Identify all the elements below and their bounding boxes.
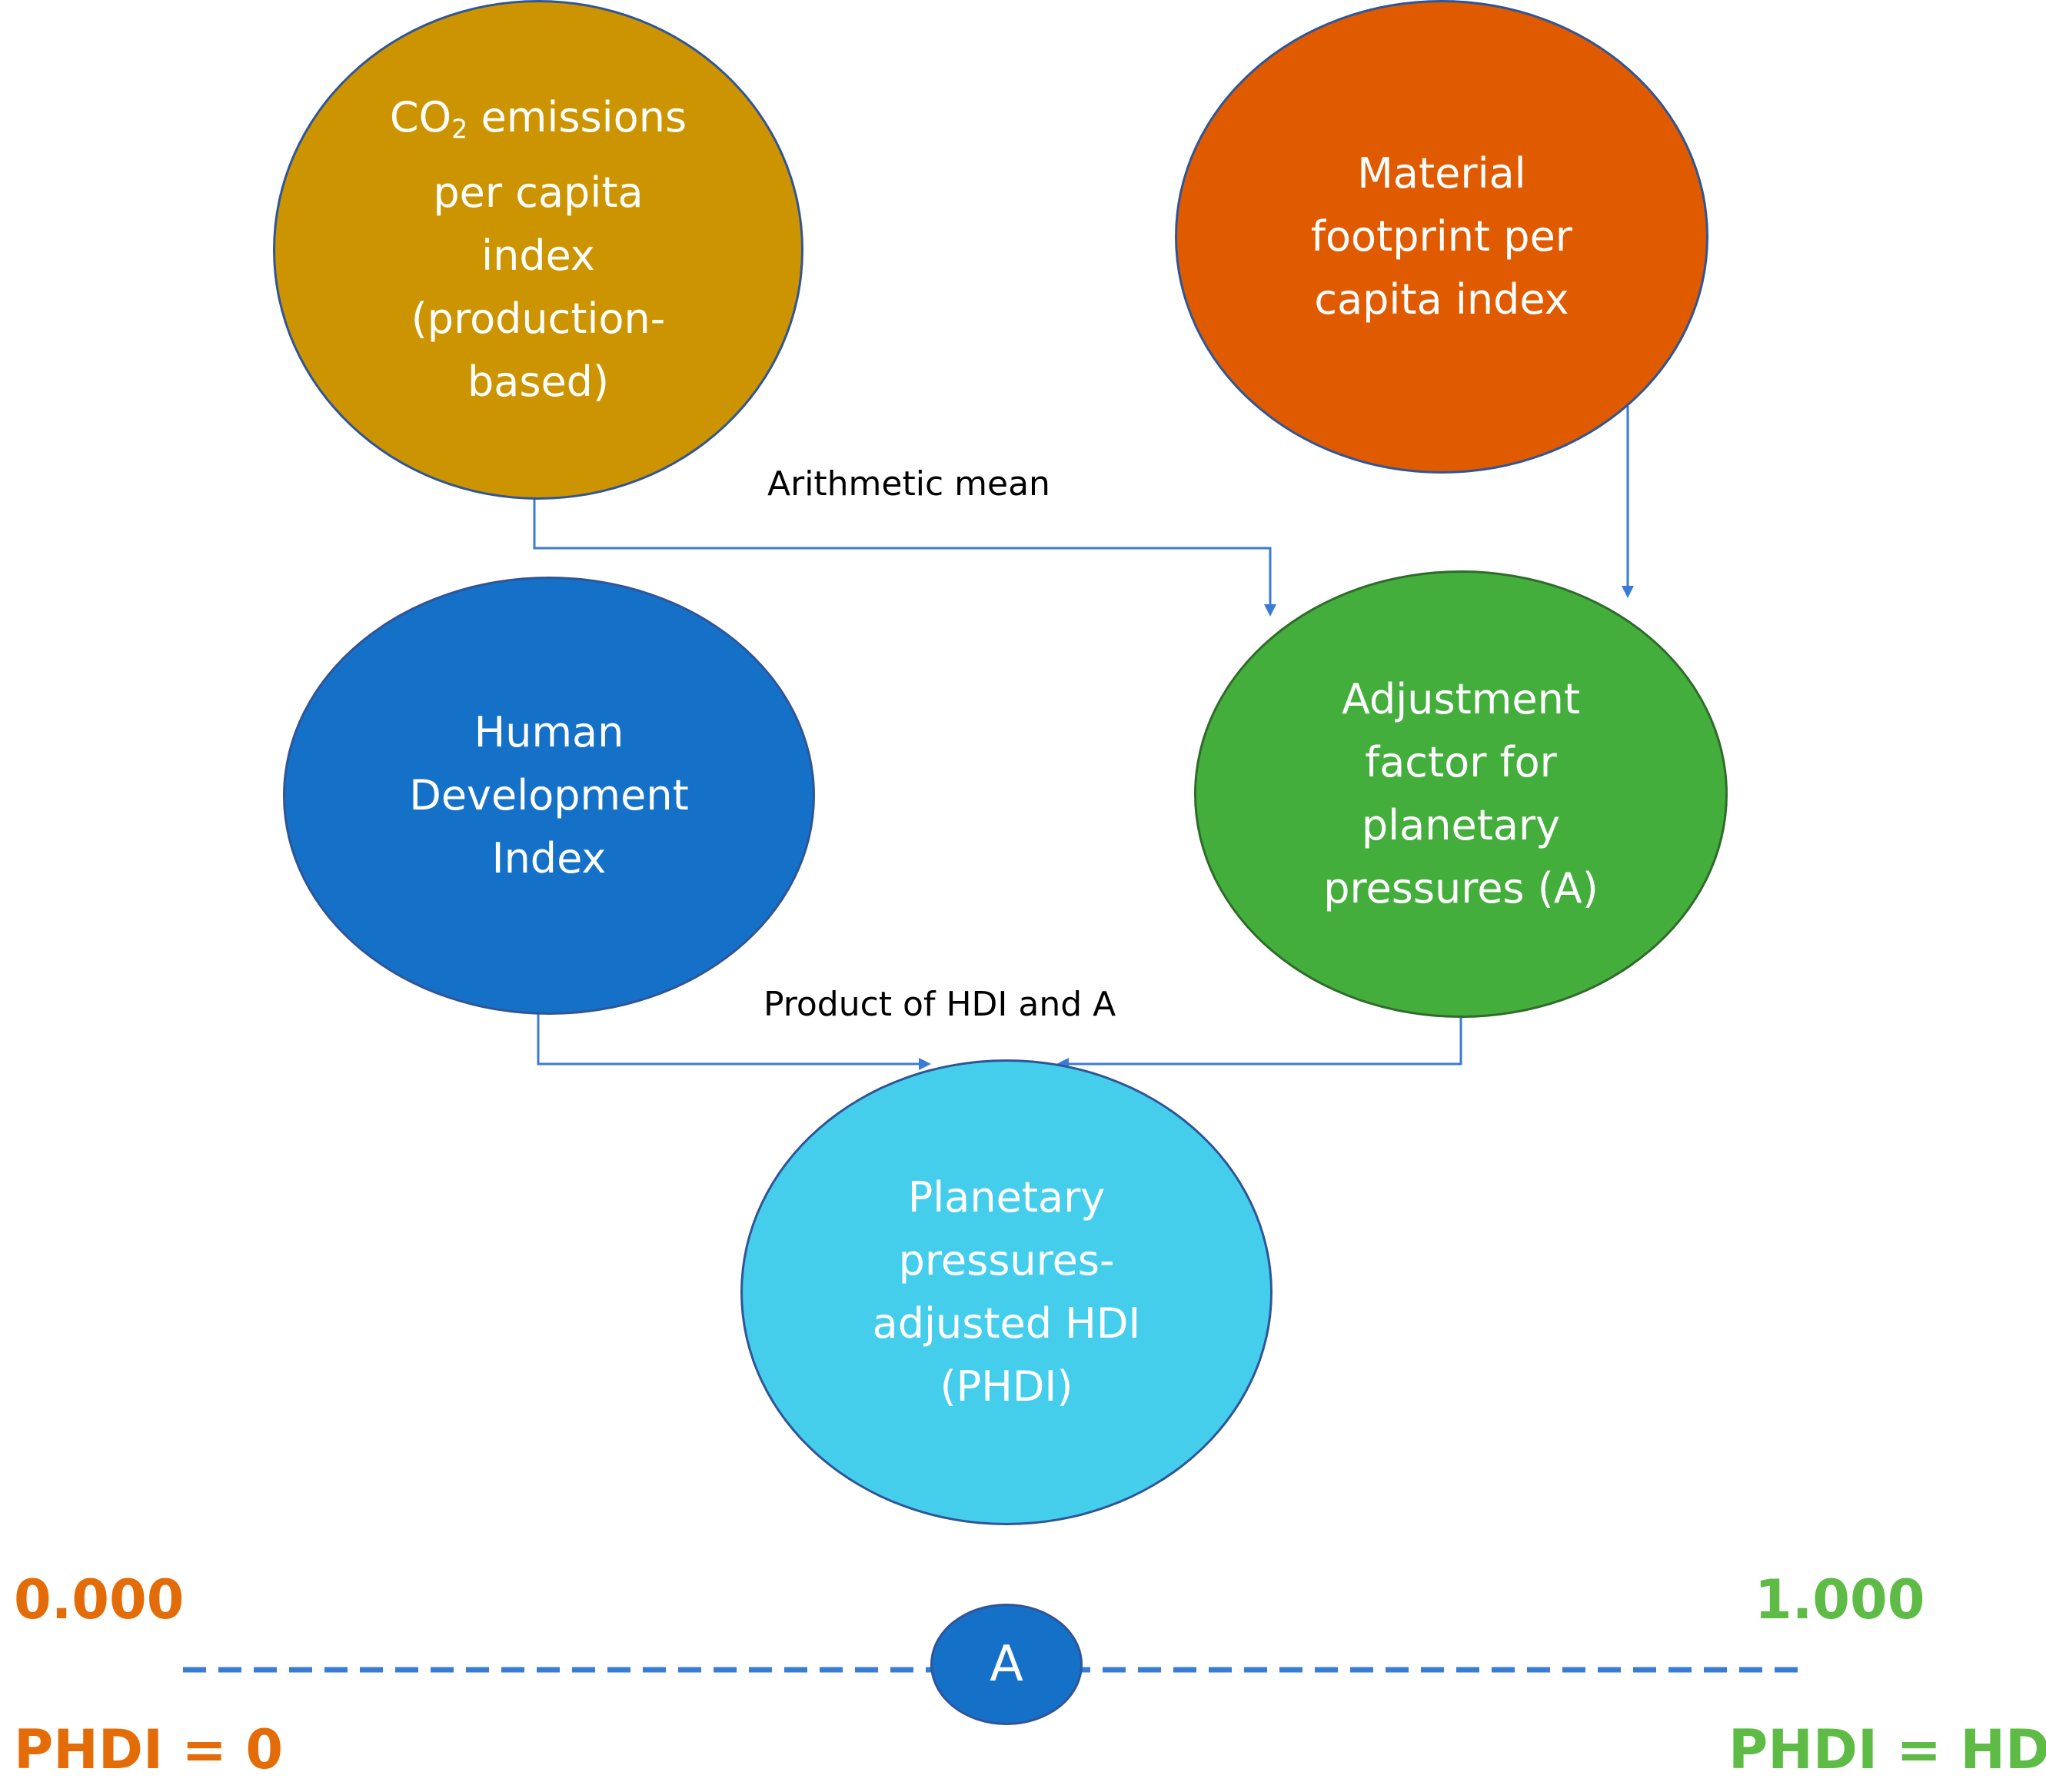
scale-max-value: 1.000: [1755, 1568, 1925, 1631]
adjustment-line-3: planetary: [1361, 801, 1561, 849]
adjustment-line-4: pressures (A): [1323, 864, 1599, 913]
node-adjustment-factor: Adjustment factor for planetary pressure…: [1194, 570, 1728, 1018]
node-material-footprint-index: Material footprint per capita index: [1175, 0, 1708, 474]
connector-adjustment-to-phdi: [1056, 1013, 1462, 1070]
phdi-line-2: pressures-: [898, 1236, 1115, 1285]
connector-co2-to-adjustment: [533, 478, 1276, 617]
hdi-line-2: Development: [409, 771, 689, 820]
co2-line-2: per capita: [433, 168, 644, 217]
scale-min-value: 0.000: [14, 1568, 185, 1631]
material-line-2: footprint per: [1310, 212, 1572, 261]
connector-hdi-to-phdi: [537, 1013, 931, 1070]
co2-line-1: CO2 emissions: [389, 93, 687, 145]
hdi-line-1: Human: [474, 708, 624, 756]
scale-marker-label: A: [990, 1636, 1023, 1693]
node-co2-emissions-index: CO2 emissions per capita index (producti…: [273, 0, 803, 500]
phdi-line-1: Planetary: [907, 1173, 1106, 1222]
node-phdi: Planetary pressures- adjusted HDI (PHDI): [740, 1059, 1273, 1525]
hdi-line-3: Index: [491, 834, 607, 883]
scale-max-meaning: PHDI = HDI: [1728, 1718, 2046, 1781]
scale-min-meaning: PHDI = 0: [14, 1718, 284, 1781]
co2-line-4: (production-: [411, 294, 666, 343]
node-human-development-index: Human Development Index: [283, 577, 815, 1015]
adjustment-line-2: factor for: [1365, 738, 1557, 786]
adjustment-line-1: Adjustment: [1341, 675, 1581, 723]
phdi-line-4: (PHDI): [940, 1362, 1073, 1411]
edge-label-arithmetic-mean: Arithmetic mean: [767, 464, 1050, 504]
material-line-1: Material: [1357, 149, 1526, 198]
co2-line-5: based): [467, 357, 610, 406]
edge-label-product: Product of HDI and A: [764, 985, 1116, 1024]
scale-marker-a: A: [930, 1604, 1083, 1725]
material-line-3: capita index: [1314, 275, 1569, 324]
co2-line-3: index: [481, 231, 595, 280]
phdi-line-3: adjusted HDI: [872, 1299, 1141, 1348]
